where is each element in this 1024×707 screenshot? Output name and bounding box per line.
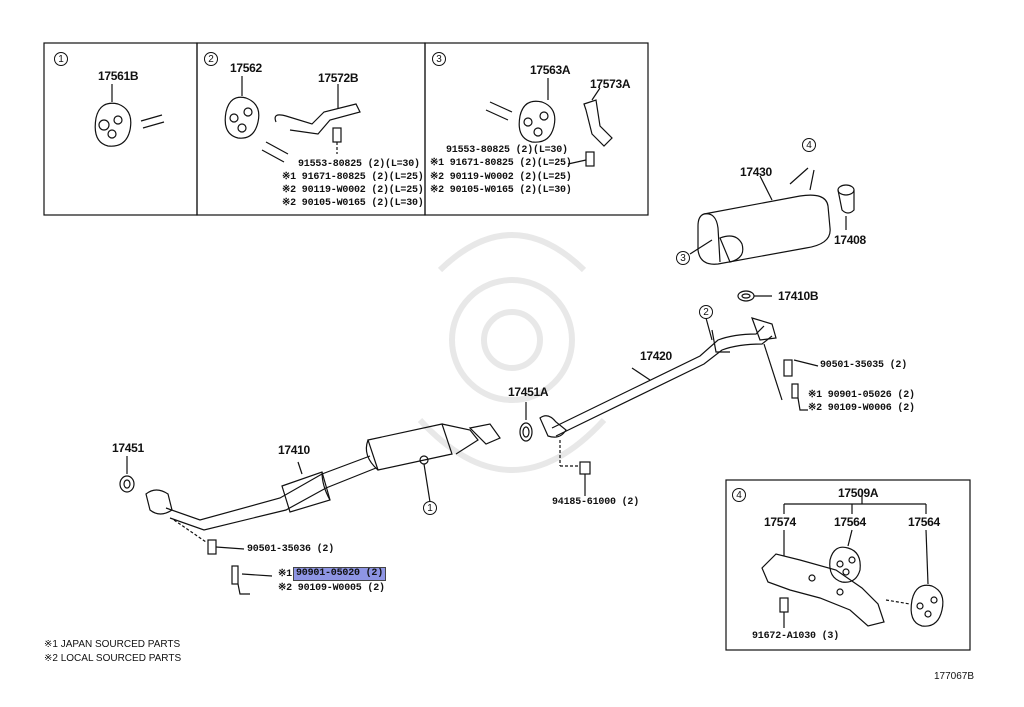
hanger-17564-a-drawing <box>829 529 861 583</box>
box4-leader-lines <box>783 490 927 514</box>
part-label-17573a[interactable]: 17573A <box>590 77 631 91</box>
hanger-17563a-drawing <box>485 78 556 143</box>
part-label-17420[interactable]: 17420 <box>640 349 672 363</box>
part-label-17430[interactable]: 17430 <box>740 165 772 179</box>
part-label-17509a[interactable]: 17509A <box>838 486 879 500</box>
bracket-17573a-drawing <box>567 87 613 167</box>
nut-94185-61000[interactable]: 94185-61000 (2) <box>552 497 640 508</box>
callout-circle-3-muffler: 3 <box>676 251 690 265</box>
part-label-17410[interactable]: 17410 <box>278 443 310 457</box>
part-label-17451[interactable]: 17451 <box>112 441 144 455</box>
callout-circle-1-pipe: 1 <box>423 501 437 515</box>
box2-bolt-line-1[interactable]: 91553-80825 (2)(L=30) <box>298 159 420 170</box>
box3-bolt-line-4[interactable]: ※2 90105-W0165 (2)(L=30) <box>430 185 572 196</box>
front-bolts-drawing <box>173 519 273 595</box>
callout-circle-2-pipe: 2 <box>699 305 713 319</box>
part-label-17562[interactable]: 17562 <box>230 61 262 75</box>
callout-circle-3: 3 <box>432 52 446 66</box>
bolt-91672-drawing <box>779 597 789 628</box>
callout-circle-4-muffler: 4 <box>802 138 816 152</box>
part-label-17564-b[interactable]: 17564 <box>908 515 940 529</box>
gasket-17410b-drawing <box>737 290 772 302</box>
hanger-17562-drawing <box>224 76 289 163</box>
center-pipe-17420-drawing <box>539 317 783 438</box>
box3-bolt-line-1[interactable]: 91553-80825 (2)(L=30) <box>446 145 568 156</box>
bolt-91672-a1030[interactable]: 91672-A1030 (3) <box>752 631 840 642</box>
gasket-17451-drawing <box>119 456 135 493</box>
diagram-code: 177067B <box>934 671 975 682</box>
part-label-17572b[interactable]: 17572B <box>318 71 359 85</box>
note-local-sourced: ※2 LOCAL SOURCED PARTS <box>44 653 182 664</box>
nut-90901-05020-highlighted[interactable]: 90901-05020 (2) <box>292 567 387 581</box>
center-pipe-bolt-drawing <box>783 359 819 411</box>
part-label-17574[interactable]: 17574 <box>764 515 796 529</box>
part-label-17408[interactable]: 17408 <box>834 233 866 247</box>
callout-circle-2: 2 <box>204 52 218 66</box>
tail-tip-17408-drawing <box>837 184 855 230</box>
bolt-90501-35035[interactable]: 90501-35035 (2) <box>820 360 908 371</box>
gasket-17451a-drawing <box>519 402 533 442</box>
nut-90109-w0005[interactable]: ※2 90109-W0005 (2) <box>278 583 385 594</box>
box2-bolt-line-3[interactable]: ※2 90119-W0002 (2)(L=25) <box>282 185 424 196</box>
part-label-17451a[interactable]: 17451A <box>508 385 549 399</box>
box3-bolt-line-2[interactable]: ※1 91671-80825 (2)(L=25) <box>430 158 572 169</box>
box2-bolt-line-2[interactable]: ※1 91671-80825 (2)(L=25) <box>282 172 424 183</box>
watermark-logo <box>417 232 607 473</box>
callout-circle-4: 4 <box>732 488 746 502</box>
nut-94185-drawing <box>559 440 591 496</box>
bracket-17574-drawing <box>761 530 885 627</box>
part-label-17561b[interactable]: 17561B <box>98 69 139 83</box>
front-pipe-17410-drawing <box>145 423 501 531</box>
callout-circle-1: 1 <box>54 52 68 66</box>
hanger-17561b-drawing <box>94 84 165 147</box>
part-label-17563a[interactable]: 17563A <box>530 63 571 77</box>
part-label-17564-a[interactable]: 17564 <box>834 515 866 529</box>
inset-box-3 <box>424 42 649 216</box>
nut1-prefix: ※1 <box>278 569 292 580</box>
inset-box-4 <box>725 479 971 651</box>
box2-bolt-line-4[interactable]: ※2 90105-W0165 (2)(L=30) <box>282 198 424 209</box>
nut-90901-05026[interactable]: ※1 90901-05026 (2) <box>808 390 915 401</box>
part-label-17410b[interactable]: 17410B <box>778 289 819 303</box>
note-japan-sourced: ※1 JAPAN SOURCED PARTS <box>44 639 181 650</box>
spring-90501-35036[interactable]: 90501-35036 (2) <box>247 544 335 555</box>
nut-90109-w0006[interactable]: ※2 90109-W0006 (2) <box>808 403 915 414</box>
box3-bolt-line-3[interactable]: ※2 90119-W0002 (2)(L=25) <box>430 172 572 183</box>
hanger-17564-b-drawing <box>885 529 944 627</box>
bracket-17572b-drawing <box>274 84 361 154</box>
muffler-17430-drawing <box>689 167 831 265</box>
